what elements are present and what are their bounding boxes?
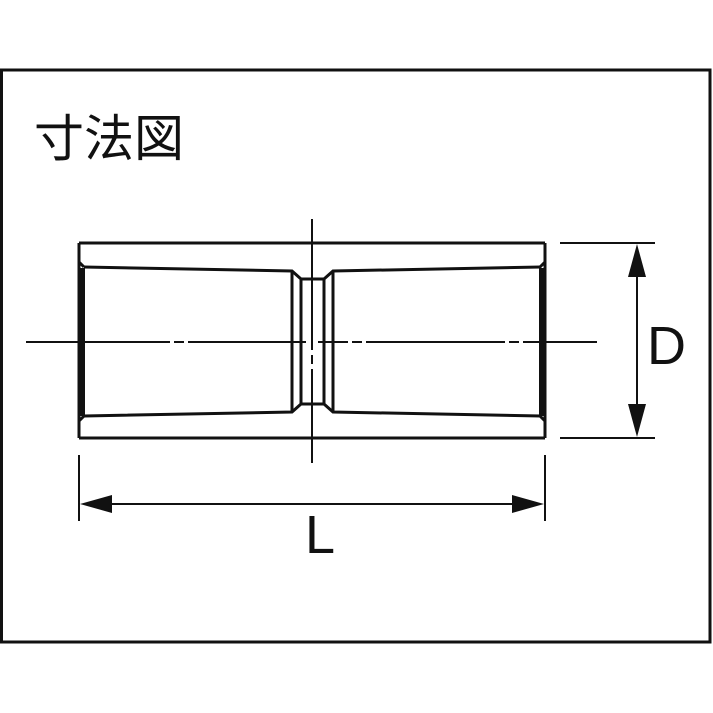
right-entry-chamfer-bottom	[538, 414, 547, 423]
left-socket-bore-top	[83, 265, 312, 281]
d-arrow-down-icon	[628, 404, 646, 437]
diameter-dimension: D	[560, 242, 686, 439]
l-arrow-right-icon	[512, 495, 544, 513]
d-label: D	[647, 316, 686, 376]
right-socket-bore-top	[312, 265, 542, 281]
center-lines	[26, 219, 597, 463]
drawing-title: 寸法図	[34, 110, 184, 168]
left-entry-chamfer-bottom	[77, 414, 86, 423]
d-arrow-up-icon	[628, 244, 646, 277]
l-label: L	[305, 505, 335, 565]
l-arrow-left-icon	[80, 495, 112, 513]
right-socket-bore-bottom	[312, 402, 542, 418]
left-socket-bore-bottom	[83, 402, 312, 418]
left-entry-chamfer-top	[77, 260, 86, 269]
drawing-frame	[0, 68, 712, 644]
right-entry-chamfer-top	[538, 260, 547, 269]
length-dimension: L	[78, 455, 546, 565]
